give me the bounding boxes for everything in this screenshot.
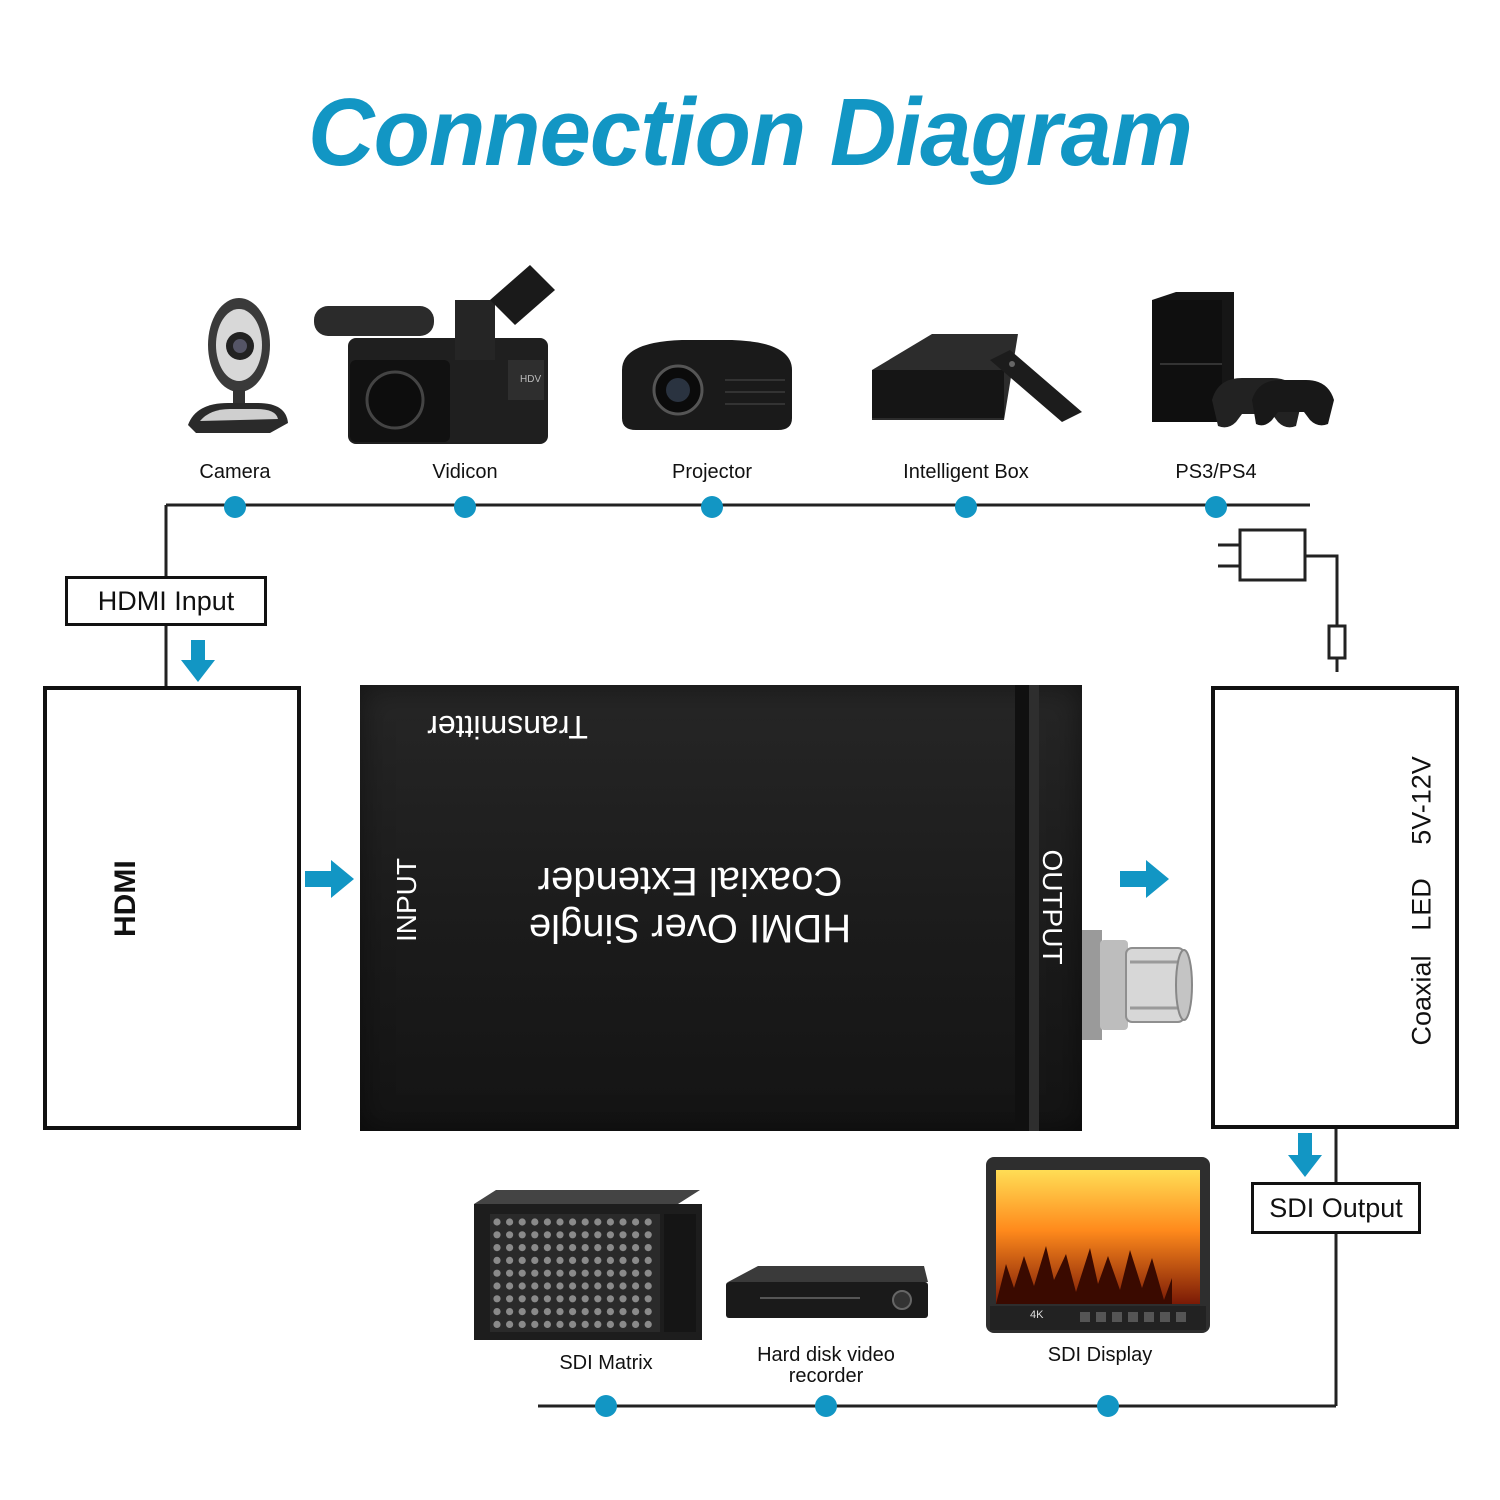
page-title: Connection Diagram bbox=[308, 79, 1193, 186]
led-label: LED bbox=[1406, 878, 1437, 931]
extender-title-line1: HDMI Over Single bbox=[528, 906, 852, 950]
output-node-dvr bbox=[815, 1395, 837, 1417]
bnc-connector-icon bbox=[1082, 930, 1193, 1040]
receiver-panel bbox=[1211, 686, 1459, 1129]
power-label: 5V-12V bbox=[1406, 756, 1437, 845]
source-node-vidicon bbox=[454, 496, 476, 518]
output-label-sdi-display: SDI Display bbox=[1047, 1344, 1153, 1366]
extender-title-line2: Coaxial Extender bbox=[537, 859, 843, 903]
transmitter-device bbox=[360, 685, 1082, 1131]
webcam-icon bbox=[188, 298, 288, 433]
camcorder-icon: HDV bbox=[314, 265, 555, 444]
dvr-icon bbox=[726, 1266, 928, 1318]
monitor-icon bbox=[986, 1157, 1210, 1333]
arrow-down-icon bbox=[1288, 1133, 1322, 1177]
projector-icon bbox=[622, 340, 792, 430]
power-adapter-icon bbox=[1218, 528, 1347, 672]
sdi-output-label: SDI Output bbox=[1251, 1182, 1421, 1234]
output-label-dvr-line2: recorder bbox=[788, 1365, 864, 1387]
source-node-projector bbox=[701, 496, 723, 518]
hdmi-source-panel bbox=[43, 686, 301, 1130]
arrow-down-icon bbox=[181, 640, 215, 682]
source-label-camera: Camera bbox=[199, 461, 271, 483]
sdi-matrix-icon bbox=[474, 1190, 702, 1340]
source-node-intelligent-box bbox=[955, 496, 977, 518]
tv-box-icon bbox=[872, 334, 1082, 422]
source-label-vidicon: Vidicon bbox=[432, 461, 498, 483]
output-node-sdi-display bbox=[1097, 1395, 1119, 1417]
game-console-icon bbox=[1152, 292, 1334, 428]
arrow-right-icon bbox=[1120, 860, 1169, 898]
coaxial-label: Coaxial bbox=[1406, 955, 1437, 1046]
source-label-ps: PS3/PS4 bbox=[1175, 461, 1257, 483]
output-label-sdi-matrix: SDI Matrix bbox=[559, 1352, 653, 1374]
source-label-intelligent-box: Intelligent Box bbox=[903, 461, 1029, 483]
source-node-ps bbox=[1205, 496, 1227, 518]
extender-output-label: OUTPUT bbox=[1037, 849, 1068, 965]
output-label-dvr-line1: Hard disk video bbox=[757, 1344, 895, 1366]
source-node-camera bbox=[224, 496, 246, 518]
hdmi-input-label: HDMI Input bbox=[65, 576, 267, 626]
output-node-sdi-matrix bbox=[595, 1395, 617, 1417]
display-badge: 4K bbox=[1030, 1309, 1044, 1321]
source-label-projector: Projector bbox=[671, 461, 753, 483]
svg-text:HDV: HDV bbox=[520, 374, 541, 385]
hdmi-port-label: HDMI bbox=[109, 860, 142, 937]
transmitter-label: Transmitter bbox=[427, 709, 588, 745]
extender-input-label: INPUT bbox=[391, 858, 422, 942]
arrow-right-icon bbox=[305, 860, 354, 898]
